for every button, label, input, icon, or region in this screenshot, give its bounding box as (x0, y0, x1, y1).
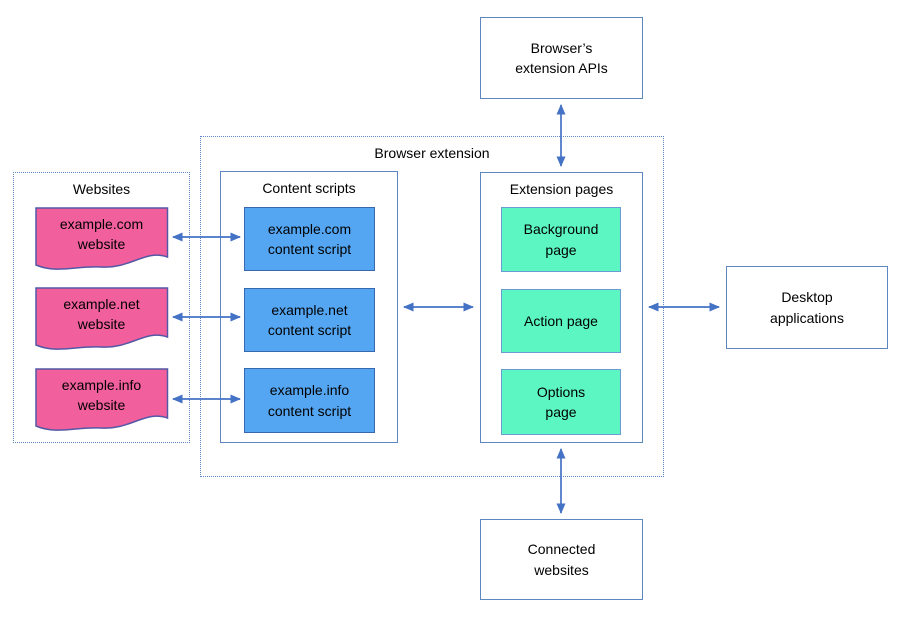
node-example-com-content-script: example.com content script (244, 207, 375, 271)
node-label-line: example.net (63, 295, 140, 312)
node-example-info-content-script: example.info content script (244, 368, 375, 433)
node-label-line: example.net (271, 301, 348, 318)
node-label-line: Connected (527, 541, 596, 558)
node-desktop-applications: Desktop applications (726, 266, 888, 349)
node-label-line: content script (267, 241, 352, 257)
node-label-line: content script (267, 402, 352, 419)
node-label-line: website (77, 397, 126, 413)
node-label-line: applications (770, 309, 844, 326)
node-label-line: example.info (61, 376, 142, 393)
node-label-line: example.com (59, 215, 144, 232)
node-label-line: website (77, 316, 126, 332)
node-label-line: example.info (269, 382, 350, 399)
node-options-page: Options page (501, 369, 621, 435)
websites-title: Websites (72, 181, 131, 197)
node-label-line: Action page (524, 312, 598, 329)
extension-pages-title: Extension pages (509, 181, 614, 197)
content-scripts-title: Content scripts (262, 180, 356, 196)
node-label-line: website (77, 236, 126, 252)
node-action-page: Action page (501, 289, 621, 353)
node-browser-extension-apis: Browser’s extension APIs (480, 17, 643, 99)
node-label-line: Options (536, 383, 586, 400)
node-example-info-website: example.info website (35, 368, 168, 422)
node-example-net-website: example.net website (35, 287, 168, 341)
node-label-line: Browser’s (530, 39, 593, 56)
node-label-line: Background (523, 221, 599, 238)
browser-extension-title: Browser extension (374, 145, 490, 161)
node-label-line: page (545, 404, 577, 420)
node-label-line: Desktop (781, 289, 833, 306)
node-label-line: content script (267, 322, 352, 338)
node-label-line: page (545, 241, 577, 258)
node-example-com-website: example.com website (35, 207, 168, 261)
node-connected-websites: Connected websites (480, 519, 643, 600)
node-label-line: extension APIs (515, 60, 608, 76)
node-example-net-content-script: example.net content script (244, 288, 375, 352)
node-background-page: Background page (501, 207, 621, 272)
node-label-line: example.com (267, 220, 352, 237)
node-label-line: websites (534, 561, 589, 578)
websites-container: Websites (13, 172, 190, 443)
